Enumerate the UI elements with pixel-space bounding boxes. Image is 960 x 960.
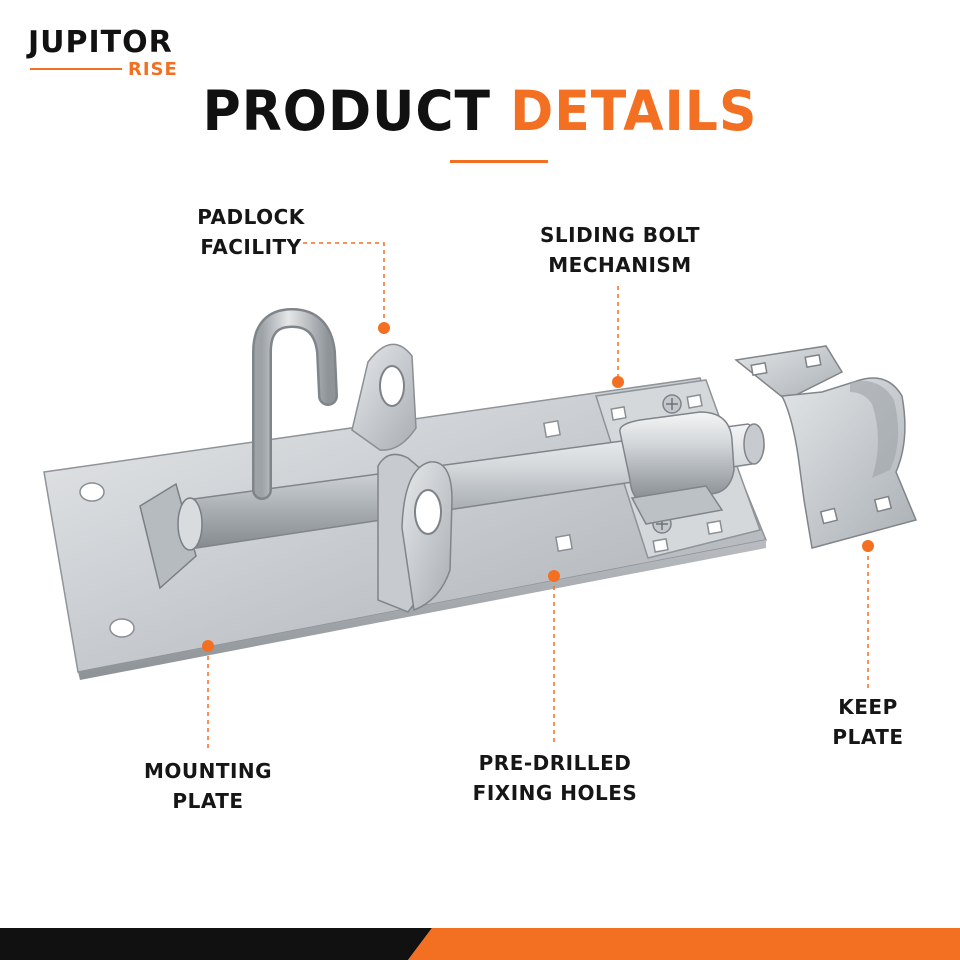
padlock-eye-front [377,453,453,613]
callout-keep-plate: KEEP PLATE [820,692,916,752]
square-hole-icon [543,420,561,438]
title-underline [450,160,548,163]
padlock-eye-rear [351,343,417,451]
footer-bar [0,928,960,960]
bolt-handle [252,307,338,500]
brand-name-bottom: RISE [128,59,178,80]
bolt-guide-collar [619,411,735,525]
callout-keep-line1: KEEP [838,695,898,719]
callout-padlock-line2: FACILITY [200,235,302,259]
callout-dot-icon [548,570,560,582]
callout-padlock-line1: PADLOCK [197,205,305,229]
callout-mounting-plate: MOUNTING PLATE [140,756,276,816]
callout-dot-icon [612,376,624,388]
brand-underline [30,68,122,70]
square-hole-icon [555,534,573,552]
callout-dot-icon [378,322,390,334]
callout-mounting-line1: MOUNTING [143,759,273,783]
plate-hole-icon [109,618,135,638]
callout-dot-icon [862,540,874,552]
callout-fixing-line2: FIXING HOLES [472,781,638,805]
plate-hole-icon [79,482,105,502]
callout-fixing-holes: PRE-DRILLED FIXING HOLES [472,748,638,808]
callout-fixing-line1: PRE-DRILLED [478,751,632,775]
page-title-word1: PRODUCT [202,80,491,144]
brand-name-top: JUPITOR [28,25,173,60]
callout-padlock-facility: PADLOCK FACILITY [196,202,306,262]
callout-sliding-bolt-line1: SLIDING BOLT [540,223,701,247]
callout-dot-icon [202,640,214,652]
callout-mounting-line2: PLATE [172,789,244,813]
sliding-bolt [139,423,765,590]
page-title: PRODUCT DETAILS [0,78,960,146]
page-title-word2: DETAILS [510,80,758,144]
keep-plate [734,345,918,549]
callout-sliding-bolt: SLIDING BOLT MECHANISM [540,220,700,280]
callout-sliding-bolt-line2: MECHANISM [548,253,692,277]
callout-lines [207,242,869,752]
callout-dots [202,322,874,652]
callout-keep-line2: PLATE [832,725,904,749]
